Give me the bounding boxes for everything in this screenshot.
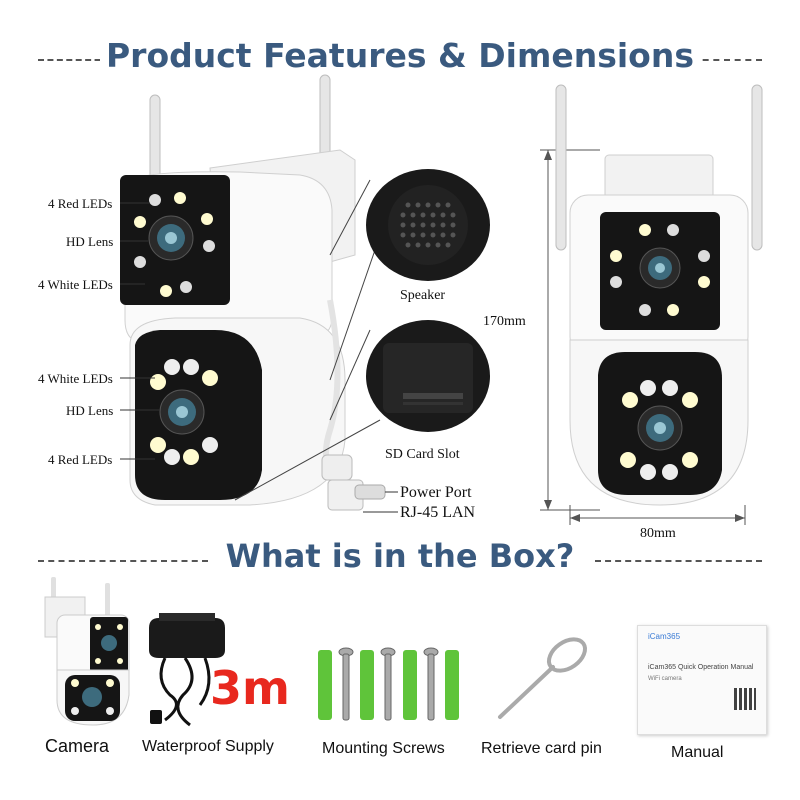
callout-sd-card-slot: SD Card Slot xyxy=(385,447,460,462)
callout-bottom-hd-lens: HD Lens xyxy=(66,403,114,418)
callout-bottom-red-leds: 4 Red LEDs xyxy=(48,452,113,467)
callout-top-white-leds: 4 White LEDs xyxy=(38,277,113,292)
manual-brand: iCam365 xyxy=(648,632,681,641)
box-mounting-screws-icon xyxy=(318,647,459,721)
callout-bottom-white-leds: 4 White LEDs xyxy=(38,371,113,386)
box-divider-right xyxy=(595,560,762,562)
box-pin-caption: Retrieve card pin xyxy=(481,740,602,757)
sd-card-slot-zoom-icon xyxy=(366,320,490,432)
box-camera-caption: Camera xyxy=(45,736,110,756)
box-manual-caption: Manual xyxy=(671,744,724,761)
box-screws-caption: Mounting Screws xyxy=(322,740,445,757)
manual-subtitle: WiFi camera xyxy=(648,676,682,682)
box-power-supply-icon xyxy=(149,613,225,727)
callout-rj45-lan: RJ-45 LAN xyxy=(400,504,476,521)
callout-power-port: Power Port xyxy=(400,484,472,501)
callout-speaker: Speaker xyxy=(400,288,446,303)
manual-title: iCam365 Quick Operation Manual xyxy=(648,664,754,671)
manual-qr-code-icon xyxy=(734,688,756,710)
box-divider-left xyxy=(38,560,208,562)
features-heading: Product Features & Dimensions xyxy=(0,36,800,75)
box-card-pin-icon xyxy=(498,637,588,719)
dimension-height-label: 170mm xyxy=(483,314,526,329)
cable-length-label: 3m xyxy=(210,661,290,715)
heading-divider-right xyxy=(692,59,762,61)
callout-top-red-leds: 4 Red LEDs xyxy=(48,196,113,211)
box-heading: What is in the Box? xyxy=(0,537,800,575)
dimension-width-label: 80mm xyxy=(640,526,676,541)
heading-divider-left xyxy=(38,59,110,61)
callout-top-hd-lens: HD Lens xyxy=(66,234,114,249)
box-manual-icon: iCam365 iCam365 Quick Operation Manual W… xyxy=(637,625,767,735)
speaker-zoom-icon xyxy=(366,169,490,281)
box-camera-icon xyxy=(44,577,130,726)
box-supply-caption: Waterproof Supply xyxy=(142,738,274,755)
